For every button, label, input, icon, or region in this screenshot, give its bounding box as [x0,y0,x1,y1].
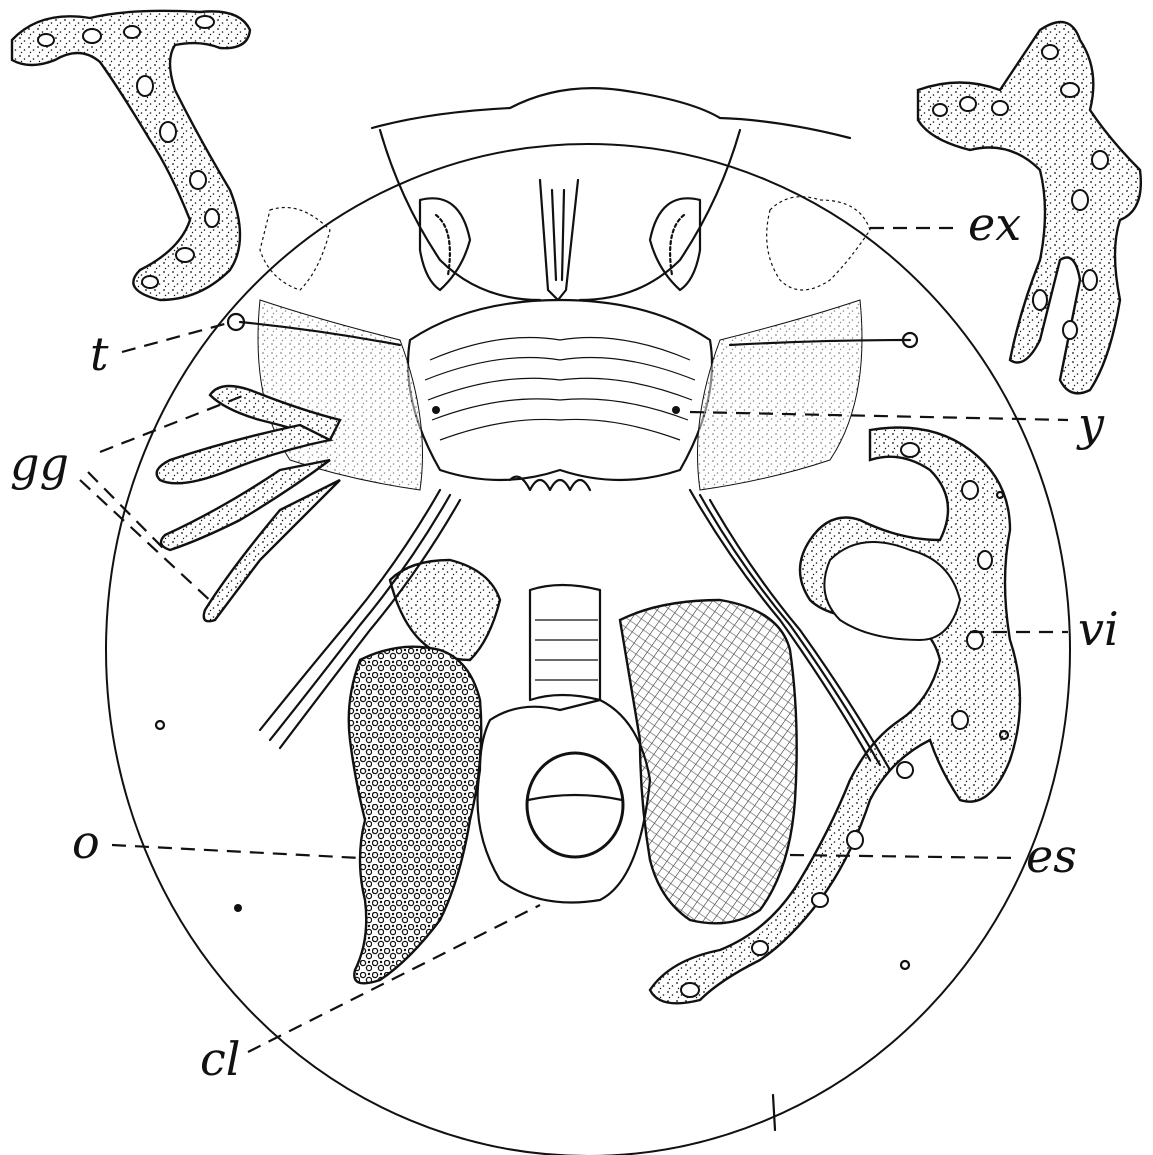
label-gg: gg [10,437,69,491]
excretory-organ [767,197,870,290]
label-y: y [1076,397,1105,451]
left-branches [157,386,340,621]
vessel-fragment-top-left [12,11,250,300]
label-o: o [72,815,100,869]
leader-gg-2 [88,472,165,550]
vessel-stalk-left [390,560,500,660]
label-vi: vi [1078,602,1119,656]
lateral-field-left [258,300,423,490]
ovary [349,647,482,984]
leader-gg-3 [80,480,215,605]
vessel-fragment-top-right [918,22,1141,393]
label-es: es [1026,829,1077,883]
label-t: t [90,327,109,381]
anterior-cap [372,88,850,138]
leader-t [122,322,232,352]
pharynx-muscle [408,300,712,490]
lateral-field-right [698,300,863,490]
leader-o [112,845,360,858]
label-ex: ex [968,197,1021,251]
label-cl: cl [200,1032,240,1086]
body-outline [106,144,1070,1155]
